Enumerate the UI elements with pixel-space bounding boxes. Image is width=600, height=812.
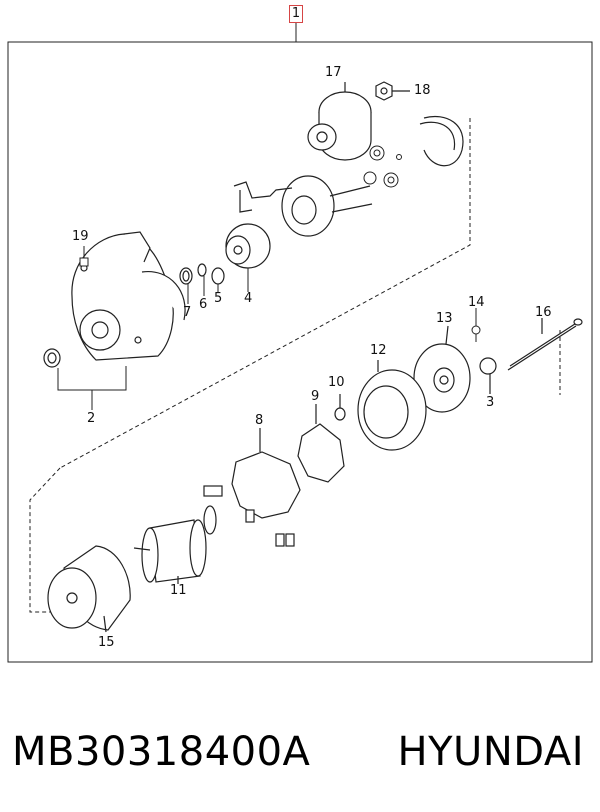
part-end-frame <box>357 360 427 451</box>
brand-name: HYUNDAI <box>397 729 584 775</box>
part-front-housing <box>71 231 186 361</box>
part-through-bolt <box>507 318 583 371</box>
part-planetary-gears <box>363 145 402 188</box>
callout-11: 11 <box>170 583 187 598</box>
callout-14: 14 <box>468 295 485 310</box>
dashed-axis-lower <box>29 467 61 613</box>
callout-7: 7 <box>183 305 192 320</box>
callout-16: 16 <box>535 305 552 320</box>
part-brush-holder <box>203 428 301 547</box>
assembly-number-badge: 1 <box>289 5 303 23</box>
callout-12: 12 <box>370 343 387 358</box>
callout-19: 19 <box>72 229 89 244</box>
callout-8: 8 <box>255 413 264 428</box>
part-cap <box>479 357 497 394</box>
callout-17: 17 <box>325 65 342 80</box>
callout-5: 5 <box>214 291 223 306</box>
dashed-axis-upper <box>59 118 471 469</box>
part-screw-14 <box>471 308 481 342</box>
callout-15: 15 <box>98 635 115 650</box>
part-clip-ring <box>419 116 464 167</box>
callout-6: 6 <box>199 297 208 312</box>
part-bushing <box>43 348 61 368</box>
part-number: MB30318400A <box>12 729 311 775</box>
part-lever-housing <box>233 175 373 237</box>
part-insulator <box>297 404 345 483</box>
callout-13: 13 <box>436 311 453 326</box>
callout-18: 18 <box>414 83 431 98</box>
callout-2: 2 <box>87 411 96 426</box>
part-pinion-clutch <box>225 223 271 269</box>
callout-3: 3 <box>486 395 495 410</box>
callout-10: 10 <box>328 375 345 390</box>
exploded-parts-diagram <box>7 23 593 663</box>
assembly-frame <box>7 41 593 663</box>
part-solenoid <box>307 82 372 161</box>
part-armature <box>133 505 217 584</box>
part-plug <box>334 394 346 421</box>
callout-4: 4 <box>244 291 253 306</box>
part-yoke <box>47 545 131 633</box>
callout-9: 9 <box>311 389 320 404</box>
part-small-rings <box>179 263 225 285</box>
part-nut <box>375 81 410 101</box>
part-rear-bracket <box>413 325 471 413</box>
caption-bar: MB30318400A HYUNDAI <box>0 722 600 782</box>
part-bolt-19 <box>79 246 89 267</box>
